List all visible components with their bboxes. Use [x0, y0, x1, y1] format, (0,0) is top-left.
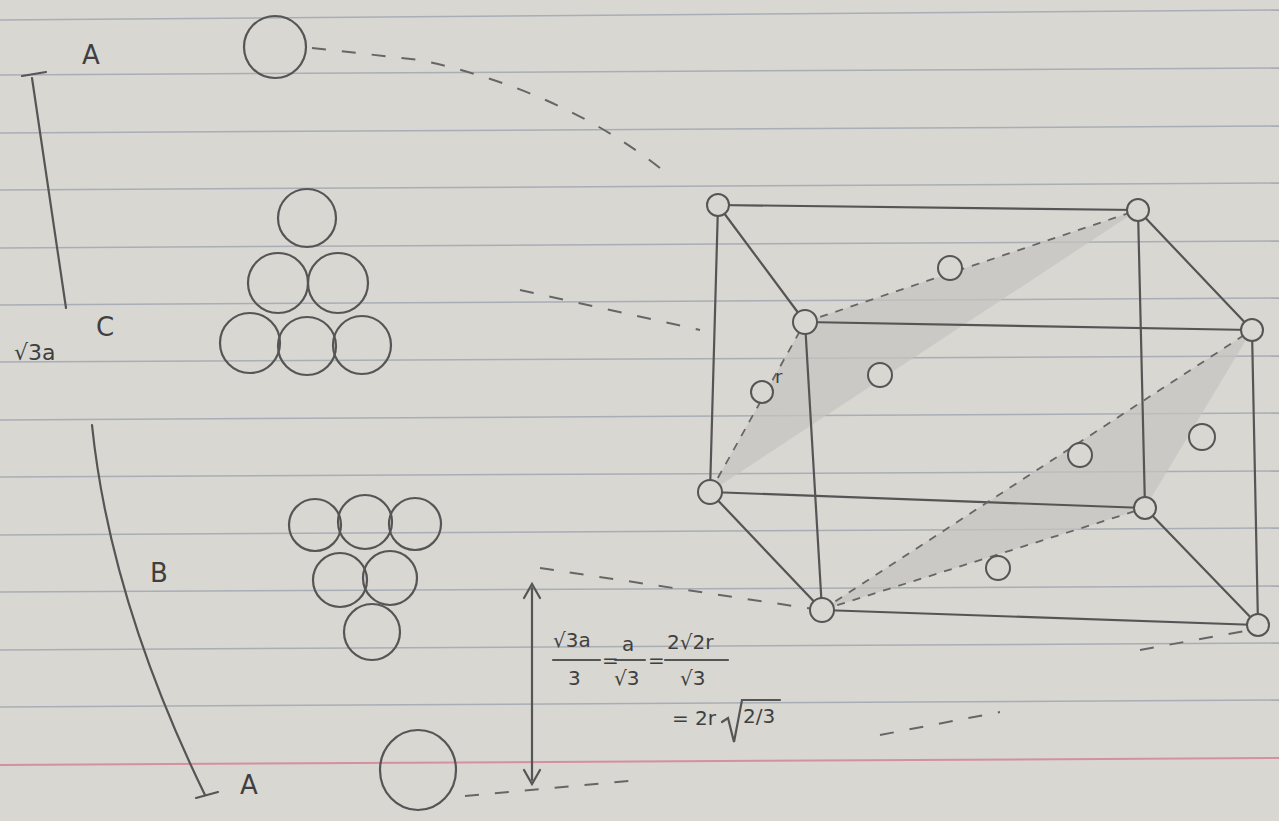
sketch-label: 2/3: [743, 706, 775, 726]
sketch-label: √3a: [553, 630, 591, 650]
sketch-label: 3: [568, 668, 581, 688]
sketch-label: C: [96, 314, 114, 340]
pencil-strokes: [22, 16, 780, 810]
sketch-label: r: [775, 368, 782, 386]
sketch-label: B: [150, 560, 168, 586]
margin-line: [0, 758, 1279, 765]
sketch-label: A: [240, 772, 258, 798]
sketch-label: √3: [680, 668, 705, 688]
sketch-label: = 2r: [672, 708, 716, 728]
sketch-label: =: [648, 650, 665, 670]
unit-cell: [698, 194, 1269, 636]
sketch-label: A: [82, 42, 100, 68]
sketch-label: √3a: [14, 342, 56, 364]
sketch-label: 2√2r: [667, 632, 713, 652]
notebook-rules: [0, 10, 1279, 707]
sketch-label: √3: [614, 668, 639, 688]
sketch-label: a: [622, 634, 634, 654]
sketch-label: =: [602, 650, 619, 670]
